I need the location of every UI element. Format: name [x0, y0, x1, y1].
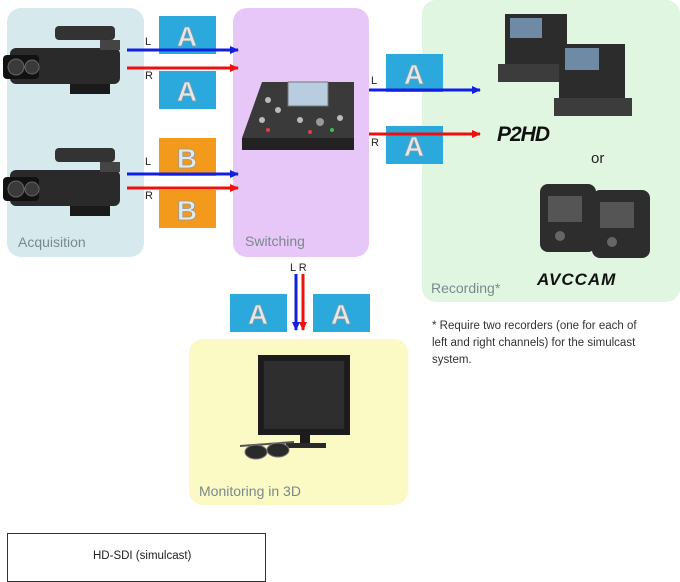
or-text: or — [591, 150, 605, 167]
signal-b-letter: B — [177, 143, 197, 174]
signal-a-letter: A — [248, 299, 268, 330]
recording-label: Recording* — [431, 280, 501, 296]
avccam-logo: AVCCAM — [537, 270, 617, 289]
3d-glasses-icon — [239, 441, 295, 460]
switcher-icon — [242, 81, 354, 150]
channel-r-label: R — [145, 70, 153, 82]
recorder-footnote: * Require two recorders (one for each of… — [432, 320, 637, 366]
channel-r-label: R — [371, 137, 379, 149]
signal-a-tile — [386, 54, 443, 92]
signal-a-tile — [159, 71, 216, 109]
signal-a-letter: A — [331, 299, 351, 330]
signal-a-letter: A — [404, 131, 424, 162]
monitoring-label: Monitoring in 3D — [199, 483, 301, 499]
recorder-deck-icon — [554, 44, 632, 116]
camcorder-icon — [3, 26, 120, 94]
signal-a-tile — [159, 16, 216, 54]
channel-r-label: R — [145, 190, 153, 202]
signal-a-tile — [386, 126, 443, 164]
legend-label: HD-SDI (simulcast) — [93, 550, 192, 562]
switching-label: Switching — [245, 233, 305, 249]
signal-a-letter: A — [177, 21, 197, 52]
signal-a-letter: A — [177, 76, 197, 107]
signal-b-letter: B — [177, 195, 197, 226]
handheld-recorder-icon — [540, 184, 596, 252]
channel-l-label: L — [371, 75, 378, 87]
signal-b-tile — [159, 190, 216, 228]
signal-a-letter: A — [404, 59, 424, 90]
p2hd-logo: P2HD — [497, 123, 550, 146]
legend-box: HD-SDI (simulcast) — [7, 533, 266, 582]
signal-a-tile — [230, 294, 287, 332]
channel-l-label: L — [145, 36, 152, 48]
channel-l-label: L — [145, 156, 152, 168]
acquisition-label: Acquisition — [18, 234, 86, 250]
handheld-recorder-icon — [592, 190, 650, 258]
channel-lr-label: L R — [290, 262, 307, 274]
signal-a-tile — [313, 294, 370, 332]
signal-b-tile — [159, 138, 216, 176]
monitor-icon — [258, 355, 350, 448]
camcorder-icon — [3, 148, 120, 216]
recorder-deck-icon — [498, 14, 572, 82]
